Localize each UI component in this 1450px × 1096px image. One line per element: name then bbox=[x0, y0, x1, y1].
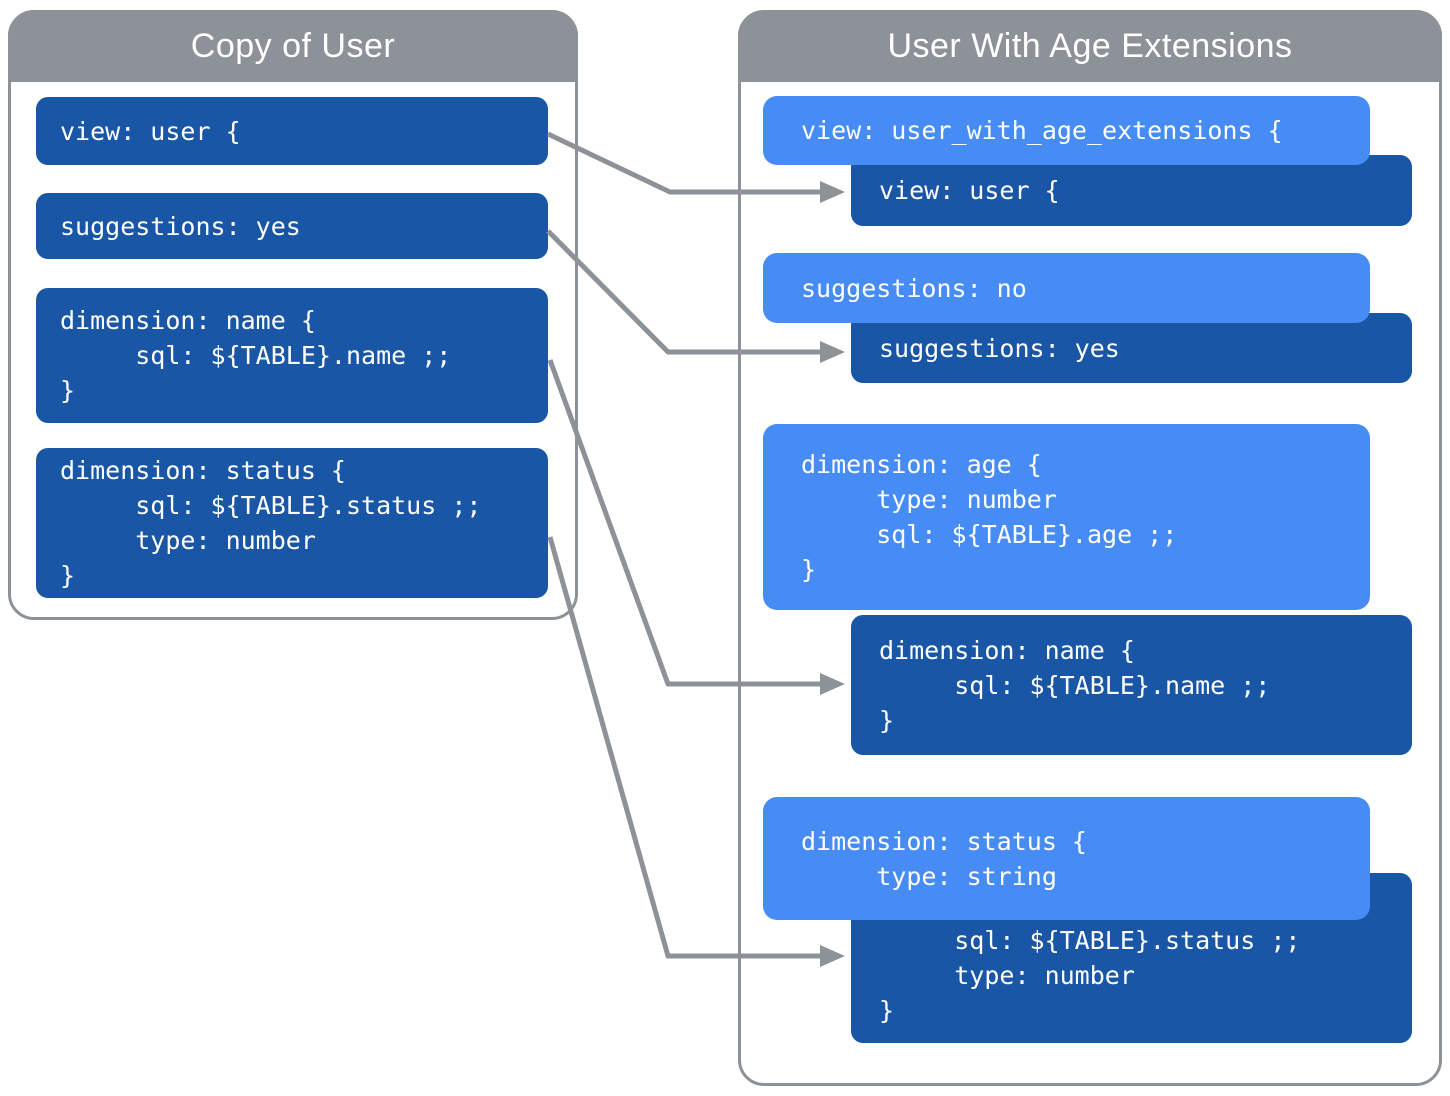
code-block-dimension-status: dimension: status { sql: ${TABLE}.status… bbox=[36, 448, 548, 598]
code-block-dimension-status-override: dimension: status { type: string bbox=[763, 797, 1370, 920]
code-line: suggestions: yes bbox=[60, 211, 301, 241]
code-block-inherited-view-user: view: user { bbox=[851, 155, 1412, 226]
panel-title-right: User With Age Extensions bbox=[887, 26, 1293, 65]
code-line: type: number bbox=[60, 526, 316, 555]
code-block-view-user-with-age-extensions: view: user_with_age_extensions { bbox=[763, 96, 1370, 165]
code-block-suggestions-no: suggestions: no bbox=[763, 253, 1370, 323]
code-line: dimension: status { bbox=[60, 456, 346, 485]
code-block-dimension-name: dimension: name { sql: ${TABLE}.name ;; … bbox=[36, 288, 548, 423]
code-line: } bbox=[801, 555, 817, 584]
panel-user-with-age-extensions-header: User With Age Extensions bbox=[738, 10, 1442, 82]
code-line: } bbox=[879, 705, 895, 735]
code-line: } bbox=[879, 996, 895, 1025]
code-line: suggestions: no bbox=[801, 273, 1027, 303]
code-line: dimension: name { bbox=[879, 635, 1135, 665]
code-line: dimension: name { bbox=[60, 306, 316, 335]
code-line: sql: ${TABLE}.status ;; bbox=[60, 491, 482, 520]
code-line: } bbox=[60, 376, 76, 405]
code-line: type: number bbox=[801, 485, 1057, 514]
code-line: type: string bbox=[801, 861, 1057, 891]
code-line: suggestions: yes bbox=[879, 333, 1120, 363]
panel-title-left: Copy of User bbox=[190, 26, 396, 65]
code-line: } bbox=[60, 561, 76, 590]
code-line: type: number bbox=[879, 961, 1135, 990]
code-line: dimension: status { bbox=[801, 826, 1087, 856]
code-line: dimension: age { bbox=[801, 450, 1042, 479]
code-block-suggestions-yes: suggestions: yes bbox=[36, 193, 548, 259]
code-block-dimension-age: dimension: age { type: number sql: ${TAB… bbox=[763, 424, 1370, 610]
code-block-inherited-dimension-name: dimension: name { sql: ${TABLE}.name ;; … bbox=[851, 615, 1412, 755]
code-line: view: user_with_age_extensions { bbox=[801, 116, 1283, 145]
code-block-view-user: view: user { bbox=[36, 97, 548, 165]
code-block-inherited-suggestions-yes: suggestions: yes bbox=[851, 313, 1412, 383]
code-line: sql: ${TABLE}.age ;; bbox=[801, 520, 1178, 549]
panel-copy-of-user-header: Copy of User bbox=[8, 10, 578, 82]
code-line: sql: ${TABLE}.name ;; bbox=[60, 341, 452, 370]
code-line: sql: ${TABLE}.name ;; bbox=[879, 670, 1271, 700]
code-line: view: user { bbox=[879, 176, 1060, 205]
code-line: sql: ${TABLE}.status ;; bbox=[879, 926, 1301, 955]
code-line: view: user { bbox=[60, 116, 241, 146]
